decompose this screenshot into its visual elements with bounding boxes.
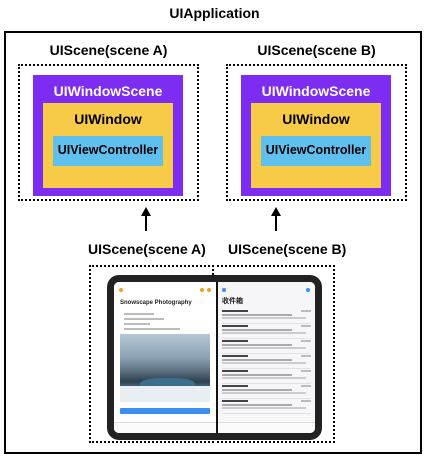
notes-share-icon bbox=[200, 288, 204, 292]
snowscape-photo bbox=[120, 334, 210, 402]
arrow-a-head bbox=[141, 207, 151, 216]
scene-a-box: UIWindowScene UIWindow UIViewController bbox=[18, 64, 199, 201]
split-divider bbox=[216, 282, 218, 433]
scene-a-view-controller-label: UIViewController bbox=[57, 143, 159, 157]
notes-bullet-line bbox=[124, 323, 150, 325]
mail-row bbox=[222, 354, 311, 369]
mail-row bbox=[222, 309, 311, 324]
ipad-right-pane: 收件箱 bbox=[218, 282, 315, 433]
scene-b-view-controller-label: UIViewController bbox=[265, 143, 367, 157]
scene-b-window-label: UIWindow bbox=[282, 111, 350, 127]
scene-a-window: UIWindow UIViewController bbox=[43, 103, 173, 188]
ipad-image: Snowscape Photography 收件箱 bbox=[107, 275, 322, 440]
scene-b-title: UIScene(scene B) bbox=[257, 42, 376, 58]
mail-edit-icon bbox=[222, 288, 226, 292]
lower-scene-b-title: UIScene(scene B) bbox=[228, 241, 347, 257]
scene-b-window-scene: UIWindowScene UIWindow UIViewController bbox=[241, 75, 391, 196]
notes-title: Snowscape Photography bbox=[120, 300, 192, 306]
arrow-a-line bbox=[145, 214, 147, 231]
mail-row bbox=[222, 324, 311, 339]
arrow-b-head bbox=[271, 207, 281, 216]
notes-bottom-bar bbox=[114, 422, 216, 433]
notes-compose-icon bbox=[207, 288, 211, 292]
scene-b-window: UIWindow UIViewController bbox=[251, 103, 381, 188]
photo-snow bbox=[120, 386, 210, 402]
mail-row bbox=[222, 384, 311, 399]
mail-row bbox=[222, 369, 311, 384]
notes-bullet-line bbox=[124, 318, 164, 320]
arrow-b-line bbox=[275, 214, 277, 231]
mail-row bbox=[222, 399, 311, 414]
scene-b-box: UIWindowScene UIWindow UIViewController bbox=[226, 64, 407, 201]
scene-a-window-label: UIWindow bbox=[74, 111, 142, 127]
notes-bullet-line bbox=[124, 313, 154, 315]
scene-a-title: UIScene(scene A) bbox=[49, 42, 168, 58]
notes-blue-bar bbox=[120, 408, 210, 414]
scene-a-window-scene-label: UIWindowScene bbox=[53, 83, 163, 99]
ipad-left-pane: Snowscape Photography bbox=[114, 282, 216, 433]
application-border bbox=[4, 31, 422, 454]
notes-bullet-line bbox=[124, 328, 180, 330]
scene-a-window-scene: UIWindowScene UIWindow UIViewController bbox=[33, 75, 183, 196]
mail-bottom-bar bbox=[218, 422, 315, 433]
app-title: UIApplication bbox=[169, 5, 260, 21]
mail-row bbox=[222, 339, 311, 354]
notes-back-icon bbox=[119, 288, 123, 292]
mail-inbox-title: 收件箱 bbox=[222, 298, 243, 305]
scene-b-window-scene-label: UIWindowScene bbox=[261, 83, 371, 99]
mail-filter-icon bbox=[306, 288, 310, 292]
ipad-screen: Snowscape Photography 收件箱 bbox=[114, 282, 315, 433]
scene-a-view-controller: UIViewController bbox=[53, 136, 163, 166]
scene-b-view-controller: UIViewController bbox=[261, 136, 371, 166]
lower-scene-a-title: UIScene(scene A) bbox=[88, 241, 206, 257]
